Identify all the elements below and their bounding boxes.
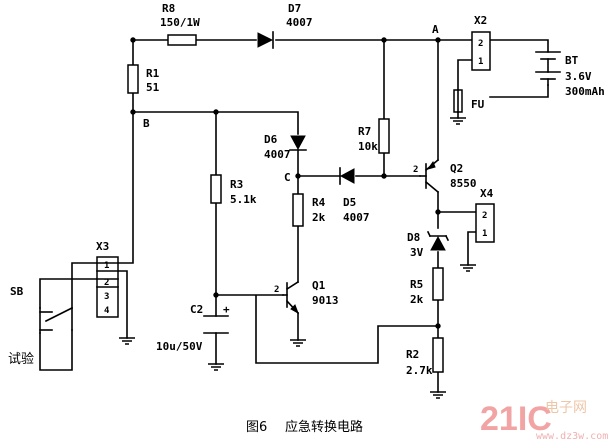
r3-value: 5.1k bbox=[230, 193, 257, 206]
node-c-label: C bbox=[284, 171, 291, 184]
resistor-r4: R4 2k bbox=[292, 193, 326, 227]
junction bbox=[435, 37, 441, 43]
diode-d5: D5 4007 bbox=[339, 167, 370, 224]
resistor-r1: R1 51 bbox=[127, 64, 160, 94]
x4-pin-1: 1 bbox=[482, 229, 487, 239]
q2-value: 8550 bbox=[450, 177, 477, 190]
junction bbox=[213, 292, 219, 298]
q2-pin-2: 2 bbox=[413, 165, 418, 175]
c2-plus: + bbox=[223, 303, 230, 316]
x3-pin-1: 1 bbox=[104, 261, 109, 271]
connector-x3: 1 2 3 4 X3 bbox=[96, 240, 119, 318]
sb-ref: SB bbox=[10, 285, 24, 298]
ground-q1 bbox=[290, 339, 306, 347]
q2-ref: Q2 bbox=[450, 162, 463, 175]
r3-ref: R3 bbox=[230, 178, 243, 191]
diode-d6: D6 4007 bbox=[264, 133, 307, 161]
q1-ref: Q1 bbox=[312, 279, 326, 292]
watermark-brand: 21IC bbox=[480, 400, 552, 438]
c2-ref: C2 bbox=[190, 303, 203, 316]
r8-ref: R8 bbox=[162, 2, 175, 15]
fuse-fu: FU bbox=[453, 89, 485, 119]
d8-value: 3V bbox=[410, 246, 424, 259]
switch-sb: SB 试验 bbox=[8, 285, 74, 367]
wires bbox=[39, 39, 549, 393]
x2-ref: X2 bbox=[474, 14, 487, 27]
x2-pin-1: 1 bbox=[478, 57, 483, 67]
zener-d8: D8 3V bbox=[407, 230, 450, 259]
caption-fig: 图6 bbox=[246, 420, 267, 435]
r5-value: 2k bbox=[410, 293, 424, 306]
x3-pin-3: 3 bbox=[104, 292, 109, 302]
r4-ref: R4 bbox=[312, 196, 326, 209]
q1-pin-2: 2 bbox=[274, 285, 279, 295]
d5-value: 4007 bbox=[343, 211, 370, 224]
r7-value: 10k bbox=[358, 140, 378, 153]
x2-pin-2: 2 bbox=[478, 39, 483, 49]
node-a-label: A bbox=[432, 23, 439, 36]
watermark: 21IC 电子网 www.dz3w.com bbox=[480, 400, 608, 442]
connector-x4: 2 1 X4 bbox=[475, 187, 495, 243]
junction bbox=[435, 323, 441, 329]
x3-pin-4: 4 bbox=[104, 306, 110, 316]
r7-ref: R7 bbox=[358, 125, 371, 138]
watermark-cn: 电子网 bbox=[545, 400, 587, 416]
caption-title: 应急转换电路 bbox=[285, 419, 363, 435]
resistor-r7: R7 10k bbox=[358, 118, 390, 154]
connector-x2: 2 1 X2 bbox=[471, 14, 491, 71]
diode-d7: D7 4007 bbox=[257, 2, 313, 49]
node-b-label: B bbox=[143, 117, 150, 130]
x4-pin-2: 2 bbox=[482, 211, 487, 221]
transistor-q1: 2 Q1 9013 bbox=[274, 279, 339, 315]
c2-value: 10u/50V bbox=[156, 340, 203, 353]
junction bbox=[213, 109, 219, 115]
bt-ref: BT bbox=[565, 54, 579, 67]
d6-value: 4007 bbox=[264, 148, 291, 161]
capacitor-c2: + C2 10u/50V bbox=[156, 303, 230, 353]
r2-value: 2.7k bbox=[406, 364, 433, 377]
junctions bbox=[130, 37, 441, 329]
r5-ref: R5 bbox=[410, 278, 423, 291]
junction bbox=[130, 37, 136, 43]
watermark-url: www.dz3w.com bbox=[536, 431, 608, 442]
junction bbox=[381, 37, 387, 43]
resistor-r5: R5 2k bbox=[410, 267, 444, 306]
ground-r2 bbox=[430, 391, 446, 399]
x3-ref: X3 bbox=[96, 240, 109, 253]
resistor-r3: R3 5.1k bbox=[210, 174, 257, 206]
d7-value: 4007 bbox=[286, 16, 313, 29]
d5-ref: D5 bbox=[343, 196, 356, 209]
ground-fu bbox=[450, 117, 466, 125]
r2-ref: R2 bbox=[406, 348, 419, 361]
sb-function: 试验 bbox=[8, 351, 34, 367]
d7-ref: D7 bbox=[288, 2, 301, 15]
bt-capacity: 300mAh bbox=[565, 85, 605, 98]
ground-x4 bbox=[460, 264, 476, 272]
ground-x3 bbox=[119, 337, 135, 345]
resistor-r8: R8 150/1W bbox=[160, 2, 200, 46]
resistor-r2: R2 2.7k bbox=[406, 337, 444, 377]
junction bbox=[435, 209, 441, 215]
d8-ref: D8 bbox=[407, 231, 420, 244]
fu-ref: FU bbox=[471, 98, 485, 111]
x4-ref: X4 bbox=[480, 187, 494, 200]
junction bbox=[381, 173, 387, 179]
transistor-q2: 2 Q2 8550 bbox=[413, 158, 477, 194]
d6-ref: D6 bbox=[264, 133, 278, 146]
q1-value: 9013 bbox=[312, 294, 339, 307]
r4-value: 2k bbox=[312, 211, 326, 224]
x3-pin-2: 2 bbox=[104, 278, 109, 288]
ground-c2 bbox=[208, 363, 224, 371]
r1-ref: R1 bbox=[146, 67, 160, 80]
junction bbox=[295, 173, 301, 179]
battery-bt: BT 3.6V 300mAh bbox=[535, 51, 605, 98]
bt-value: 3.6V bbox=[565, 70, 592, 83]
junction bbox=[130, 109, 136, 115]
r1-value: 51 bbox=[146, 81, 160, 94]
figure-caption: 图6 应急转换电路 bbox=[246, 419, 363, 435]
r8-value: 150/1W bbox=[160, 16, 200, 29]
